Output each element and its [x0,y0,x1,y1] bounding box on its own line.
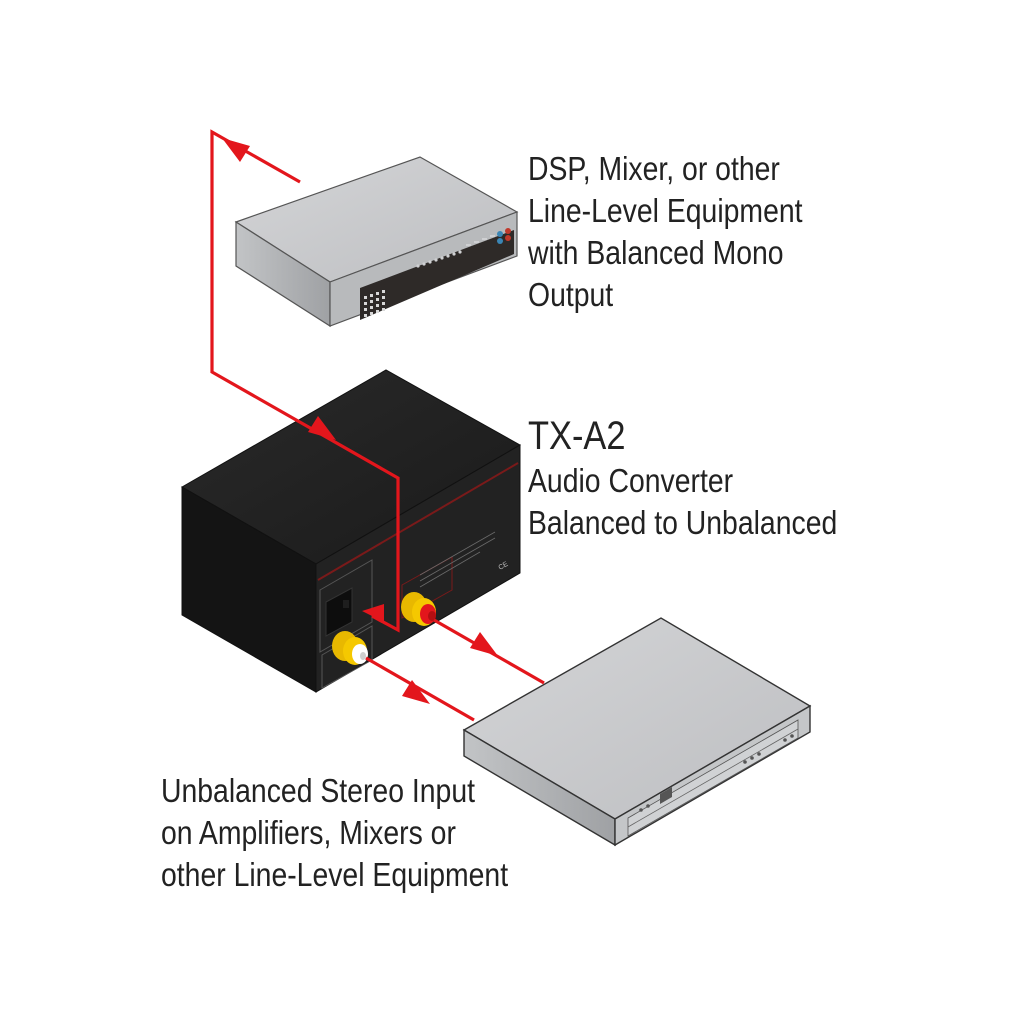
destination-device-top [462,617,812,820]
label-line: DSP, Mixer, or other [528,150,780,187]
label-line: Line-Level Equipment [528,192,803,229]
arrow-icon [470,632,498,656]
destination-device-label: Unbalanced Stereo Input on Amplifiers, M… [161,770,508,896]
arrow-icon [402,680,430,704]
converter-front [315,444,521,693]
destination-device-display [660,787,672,804]
converter-model: TX-A2 [528,414,626,458]
label-line: Audio Converter [528,462,734,499]
rca-right-output [401,592,436,626]
arrow-icon [362,604,384,622]
converter-title-stripe [317,462,519,581]
source-device-red-knob [505,235,511,241]
converter-input-panel [319,559,373,653]
balanced-input-terminal-slot [343,600,349,608]
source-device-red-knob [505,228,511,234]
converter-label: TX-A2 Audio Converter Balanced to Unbala… [528,412,837,544]
destination-device [462,617,812,847]
ce-mark: CE [498,561,510,572]
converter-panel-text [419,531,496,588]
arrow-icon [222,138,250,162]
rca-left-output [332,631,368,665]
arrow-icon [308,416,336,440]
source-device-blue-knob [497,238,503,244]
label-line: on Amplifiers, Mixers or [161,814,456,851]
signal-arrows [222,138,498,704]
label-line: with Balanced Mono [528,234,784,271]
source-device-leds [416,235,495,268]
converter-device: CE [180,369,522,693]
label-line: Output [528,276,614,313]
source-device-label: DSP, Mixer, or other Line-Level Equipmen… [528,148,803,316]
left-output-cable [365,656,475,722]
label-line: Unbalanced Stereo Input [161,772,475,809]
destination-device-bay-divider [627,728,799,828]
label-line: other Line-Level Equipment [161,856,509,893]
label-line: Balanced to Unbalanced [528,504,838,541]
source-device-blue-knob [497,231,503,237]
destination-device-buttons [639,734,794,812]
source-device [234,156,519,328]
source-device-keypad [364,290,385,317]
source-device-front-dark-panel [360,230,514,320]
